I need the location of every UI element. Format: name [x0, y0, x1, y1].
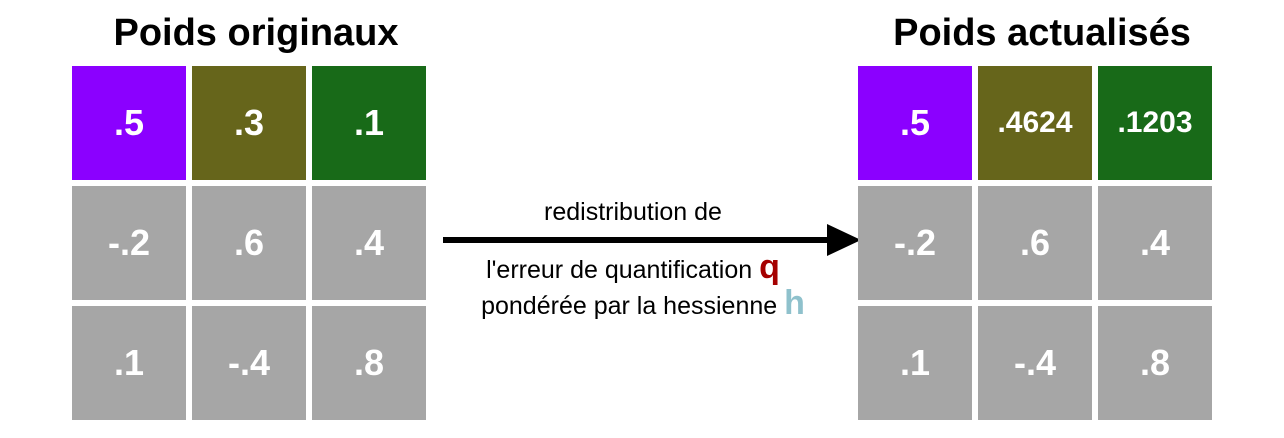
caption-line-3-text: pondérée par la hessienne: [481, 292, 778, 320]
q-symbol: q: [759, 248, 780, 286]
weight-cell: .1203: [1098, 66, 1212, 180]
weight-cell: -.4: [192, 306, 306, 420]
arrow-head: [827, 224, 861, 256]
weight-cell: .3: [192, 66, 306, 180]
caption-line-2-text: l'erreur de quantification: [486, 256, 753, 284]
redistribution-arrow: [443, 224, 861, 256]
weight-cell: .5: [858, 66, 972, 180]
weight-cell: .1: [72, 306, 186, 420]
weight-cell: .5: [72, 66, 186, 180]
updated-weights-grid: .5 .4624 .1203 -.2 .6 .4 .1 -.4 .8: [858, 66, 1212, 420]
left-title: Poids originaux: [113, 12, 399, 54]
weight-cell: .4: [312, 186, 426, 300]
caption-line-3: pondérée par la hessienne h: [443, 284, 843, 323]
weight-cell: .8: [312, 306, 426, 420]
weight-cell: .4: [1098, 186, 1212, 300]
weight-cell: .6: [978, 186, 1092, 300]
h-symbol: h: [784, 284, 805, 322]
weight-cell: -.4: [978, 306, 1092, 420]
original-weights-grid: .5 .3 .1 -.2 .6 .4 .1 -.4 .8: [72, 66, 426, 420]
weight-cell: .1: [312, 66, 426, 180]
caption-line-1: redistribution de: [544, 198, 722, 226]
weight-cell: .4624: [978, 66, 1092, 180]
caption-line-2: l'erreur de quantification q: [443, 248, 823, 287]
weight-cell: .1: [858, 306, 972, 420]
weight-cell: -.2: [72, 186, 186, 300]
weight-cell: -.2: [858, 186, 972, 300]
right-title: Poids actualisés: [893, 12, 1191, 54]
weight-cell: .8: [1098, 306, 1212, 420]
weight-cell: .6: [192, 186, 306, 300]
